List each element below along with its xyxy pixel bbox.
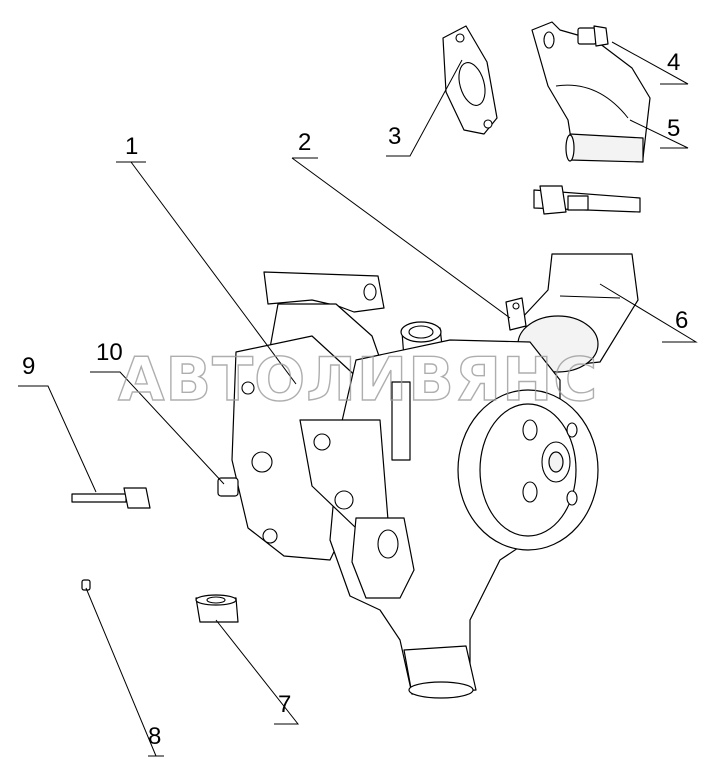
callout-2: 2 [298,129,311,156]
part-7-nut [195,594,239,623]
callout-labels: 1 2 3 4 5 6 7 8 9 10 [22,49,688,750]
part-8-pin [81,579,91,591]
water-pump-assembly [217,271,599,699]
callout-1: 1 [125,133,138,160]
hose-clamp [533,185,641,215]
callout-7: 7 [278,691,291,718]
part-3-gasket [442,25,498,135]
callout-10: 10 [96,339,123,366]
part-4-bolt [577,25,609,47]
part-5-elbow [531,21,651,163]
callout-6: 6 [675,307,688,334]
watermark-text: АВТОЛИВЯНС [118,345,598,415]
callout-5: 5 [667,115,680,142]
callout-9: 9 [22,353,35,380]
leader-lines [18,41,698,757]
part-9-long-bolt [71,487,151,509]
part-6-hose [517,253,639,373]
callout-4: 4 [667,49,680,76]
callout-8: 8 [148,723,161,750]
part-2-clamp-bolt [505,297,527,331]
callout-3: 3 [388,123,401,150]
